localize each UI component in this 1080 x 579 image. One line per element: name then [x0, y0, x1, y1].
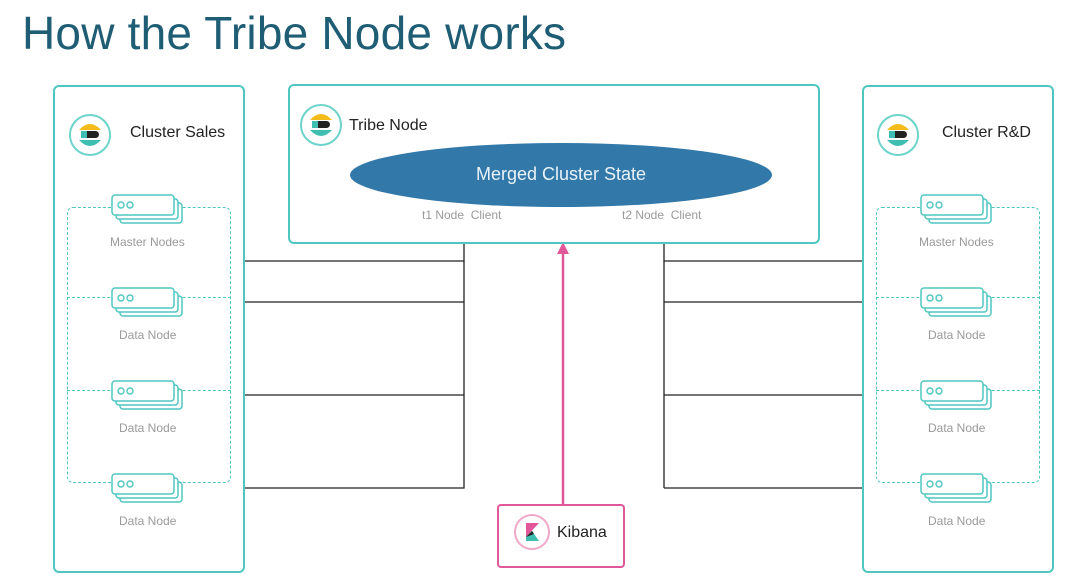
kibana-label: Kibana [557, 524, 607, 541]
server-stack-icon [920, 287, 992, 317]
right-node-label-1: Data Node [928, 328, 986, 342]
server-stack-icon [111, 194, 183, 224]
elasticsearch-logo-icon [877, 114, 919, 156]
server-stack-icon [920, 473, 992, 503]
server-stack-icon [111, 473, 183, 503]
merged-cluster-state-ellipse [350, 143, 772, 207]
tribe-node-label: Tribe Node [349, 117, 428, 134]
right-node-label-3: Data Node [928, 514, 986, 528]
server-stack-icon [920, 380, 992, 410]
right-node-label-2: Data Node [928, 421, 986, 435]
elasticsearch-logo-icon [69, 114, 111, 156]
server-stack-icon [920, 194, 992, 224]
cluster-sales-label: Cluster Sales [130, 124, 226, 141]
kibana-arrow-head [557, 242, 569, 254]
right-node-label-0: Master Nodes [919, 235, 994, 249]
server-stack-icon [111, 287, 183, 317]
page-title: How the Tribe Node works [22, 7, 567, 59]
left-node-label-0: Master Nodes [110, 235, 185, 249]
left-node-label-1: Data Node [119, 328, 177, 342]
merged-cluster-state-label: Merged Cluster State [475, 164, 647, 184]
kibana-logo-icon [514, 514, 550, 550]
t2-client-label: t2 Node Client [622, 208, 702, 222]
left-node-label-2: Data Node [119, 421, 177, 435]
cluster-rd-label: Cluster R&D [942, 124, 1031, 141]
left-node-label-3: Data Node [119, 514, 177, 528]
server-stack-icon [111, 380, 183, 410]
wire-left-data-3 [184, 261, 465, 489]
t1-client-label: t1 Node Client [422, 208, 502, 222]
elasticsearch-logo-icon [300, 104, 342, 146]
